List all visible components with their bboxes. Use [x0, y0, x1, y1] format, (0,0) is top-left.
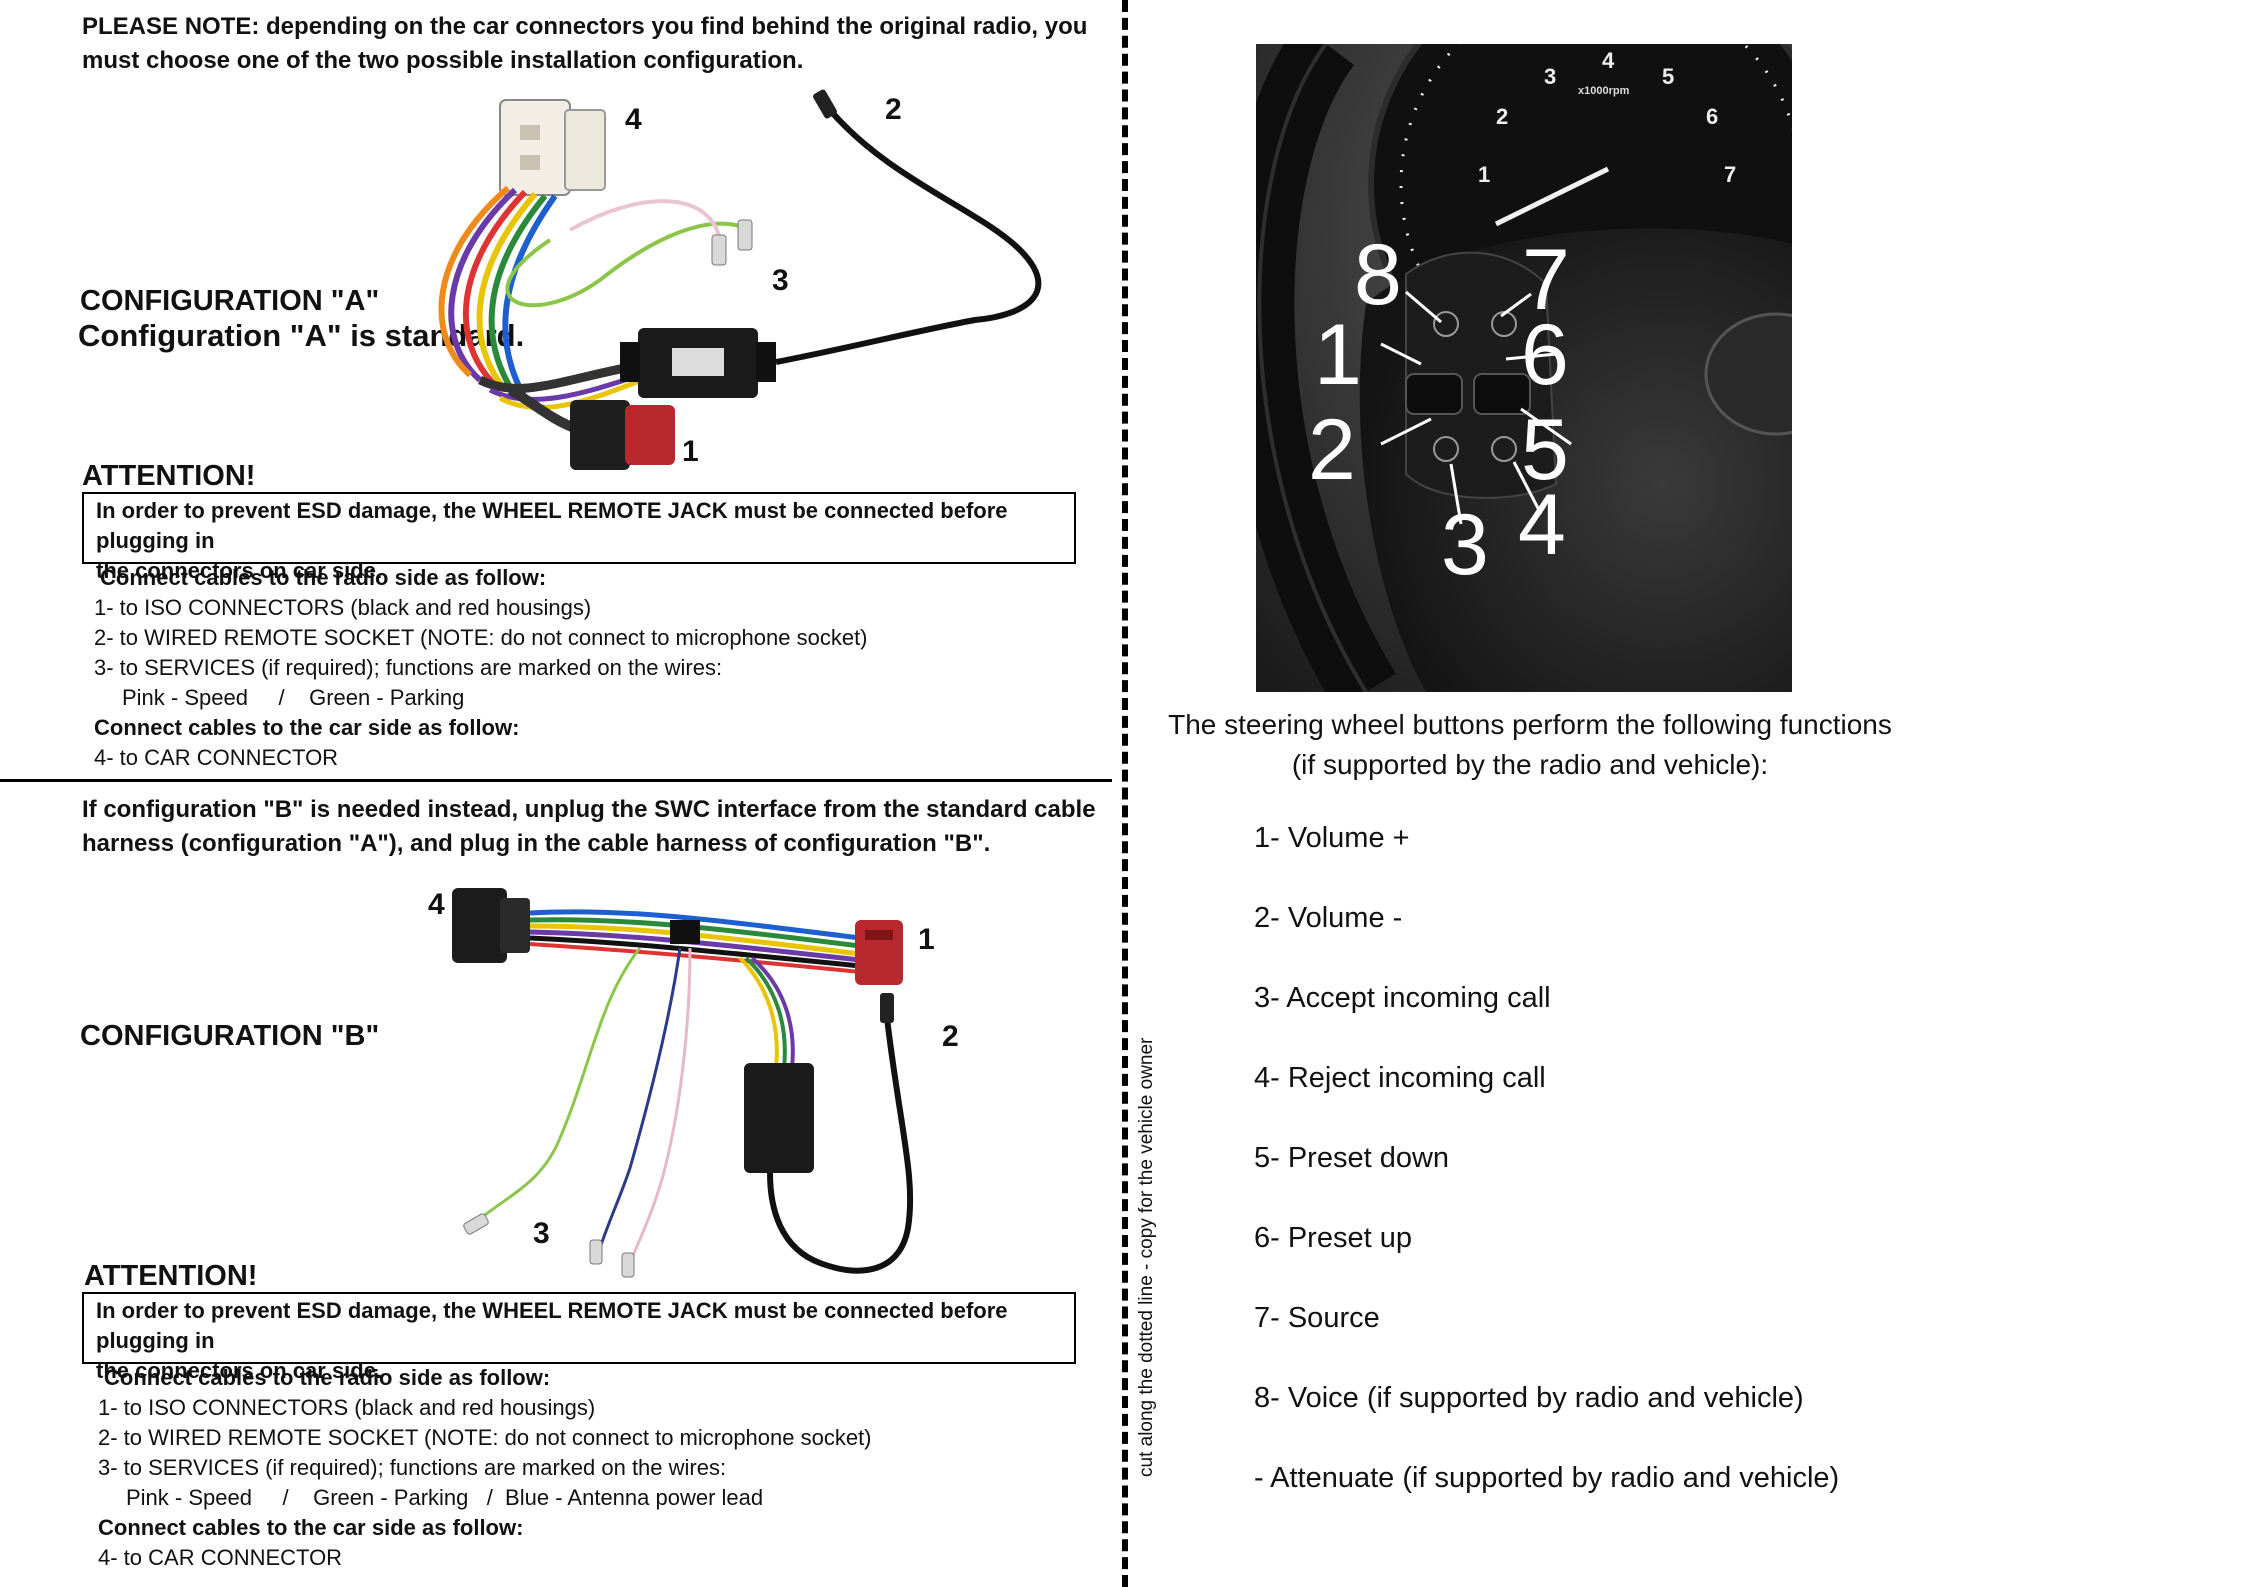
config-a-warning-line1: In order to prevent ESD damage, the WHEE… — [96, 498, 1008, 553]
gauge-unit: x1000rpm — [1578, 85, 1630, 97]
config-a-label-3: 3 — [772, 264, 789, 297]
config-a-label-2: 2 — [885, 93, 902, 126]
config-a-car-side-header: Connect cables to the car side as follow… — [94, 715, 520, 740]
button-numbers: 8 7 1 6 2 5 3 4 — [1308, 227, 1570, 593]
config-b-title: CONFIGURATION "B" — [80, 1020, 380, 1052]
car-connector-b — [452, 888, 530, 963]
gauge-number: 7 — [1724, 162, 1736, 187]
config-a-label-4: 4 — [625, 103, 642, 136]
gauge-number: 5 — [1662, 64, 1674, 89]
function-item: 7- Source — [1254, 1302, 1380, 1334]
cut-label: cut along the dotted line - copy for the… — [1136, 1037, 1157, 1477]
config-b-label-1: 1 — [918, 923, 935, 956]
config-b-intro: If configuration "B" is needed instead, … — [82, 793, 1096, 861]
function-item: - Attenuate (if supported by radio and v… — [1254, 1462, 1840, 1494]
config-b-radio-item: 2- to WIRED REMOTE SOCKET (NOTE: do not … — [98, 1425, 872, 1450]
config-b-radio-side-header: Connect cables to the radio side as foll… — [104, 1365, 551, 1390]
config-a-warning-line2: the connectors on car side. — [96, 558, 383, 583]
config-b-car-item: 4- to CAR CONNECTOR — [98, 1545, 343, 1570]
section-divider — [0, 779, 1112, 782]
config-a-wire-functions: Pink - Speed / Green - Parking — [122, 685, 465, 710]
steering-caption-line2: (if supported by the radio and vehicle): — [1291, 749, 1769, 780]
config-b-label-2: 2 — [942, 1020, 959, 1053]
steering-caption-line1: The steering wheel buttons perform the f… — [1168, 709, 1892, 740]
config-a-radio-side-header: Connect cables to the radio side as foll… — [100, 565, 547, 590]
button-number-5: 5 — [1521, 402, 1569, 498]
function-item: 2- Volume - — [1254, 902, 1403, 934]
config-a-attention: ATTENTION! — [82, 460, 256, 492]
steering-wheel-photo: 2 1 3 4 5 6 7 x1000rpm 8 7 1 6 2 5 3 — [1256, 44, 1792, 692]
config-b-warning-box: In order to prevent ESD damage, the WHEE… — [82, 1292, 1076, 1383]
config-b-radio-item: 3- to SERVICES (if required); functions … — [98, 1455, 727, 1480]
top-note-line2: must choose one of the two possible inst… — [82, 47, 804, 74]
function-item: 1- Volume + — [1254, 822, 1410, 854]
gauge-number: 1 — [1478, 162, 1490, 187]
function-item: 8- Voice (if supported by radio and vehi… — [1254, 1382, 1804, 1414]
config-a-title: CONFIGURATION "A" — [80, 285, 380, 317]
config-b-warning-line1: In order to prevent ESD damage, the WHEE… — [96, 1298, 1008, 1353]
config-b-label-4: 4 — [428, 888, 445, 921]
button-number-2: 2 — [1308, 402, 1356, 498]
swc-module-b — [744, 1063, 814, 1173]
config-a-warning-box: In order to prevent ESD damage, the WHEE… — [82, 492, 1076, 583]
config-b-instructions: Connect cables to the radio side as foll… — [98, 1363, 872, 1573]
config-b-intro-line1: If configuration "B" is needed instead, … — [82, 796, 1096, 823]
button-number-1: 1 — [1314, 307, 1362, 403]
config-b-radio-item: 1- to ISO CONNECTORS (black and red hous… — [98, 1395, 596, 1420]
function-item: 3- Accept incoming call — [1254, 982, 1551, 1014]
button-number-7: 7 — [1522, 232, 1570, 328]
config-b-car-side-header: Connect cables to the car side as follow… — [98, 1515, 524, 1540]
top-note-line1: PLEASE NOTE: depending on the car connec… — [82, 13, 1088, 40]
cut-dotted-line — [1122, 0, 1128, 1587]
config-a-radio-item: 1- to ISO CONNECTORS (black and red hous… — [94, 595, 592, 620]
steering-caption: The steering wheel buttons perform the f… — [1160, 705, 1900, 785]
swc-module-a — [620, 328, 776, 398]
button-number-4: 4 — [1518, 477, 1566, 573]
config-b-warning-line2: the connectors on car side. — [96, 1358, 383, 1383]
function-item: 4- Reject incoming call — [1254, 1062, 1546, 1094]
function-item: 5- Preset down — [1254, 1142, 1450, 1174]
config-b-harness-image — [452, 888, 914, 1278]
config-a-instructions: Connect cables to the radio side as foll… — [94, 563, 868, 773]
button-number-3: 3 — [1441, 497, 1489, 593]
button-pointers — [1380, 290, 1572, 525]
gauge-number: 4 — [1602, 48, 1615, 73]
gauge-number: 3 — [1544, 64, 1556, 89]
iso-connector-b — [855, 920, 903, 985]
config-a-harness-image — [438, 89, 1042, 470]
config-a-car-item: 4- to CAR CONNECTOR — [94, 745, 339, 770]
function-item: 6- Preset up — [1254, 1222, 1412, 1254]
button-number-8: 8 — [1354, 227, 1402, 323]
button-number-6: 6 — [1521, 307, 1569, 403]
config-a-label-1: 1 — [682, 435, 699, 468]
gauge-number: 6 — [1706, 104, 1718, 129]
config-b-intro-line2: harness (configuration "A"), and plug in… — [82, 830, 991, 857]
top-note: PLEASE NOTE: depending on the car connec… — [82, 10, 1087, 78]
car-connector-a — [499, 99, 606, 196]
gauge-number: 2 — [1496, 104, 1508, 129]
config-b-wire-functions: Pink - Speed / Green - Parking / Blue - … — [126, 1485, 764, 1510]
config-b-label-3: 3 — [533, 1217, 550, 1250]
config-b-attention: ATTENTION! — [84, 1260, 258, 1292]
iso-connector-a — [507, 385, 675, 470]
config-a-radio-item: 2- to WIRED REMOTE SOCKET (NOTE: do not … — [94, 625, 868, 650]
config-a-radio-item: 3- to SERVICES (if required); functions … — [94, 655, 723, 680]
